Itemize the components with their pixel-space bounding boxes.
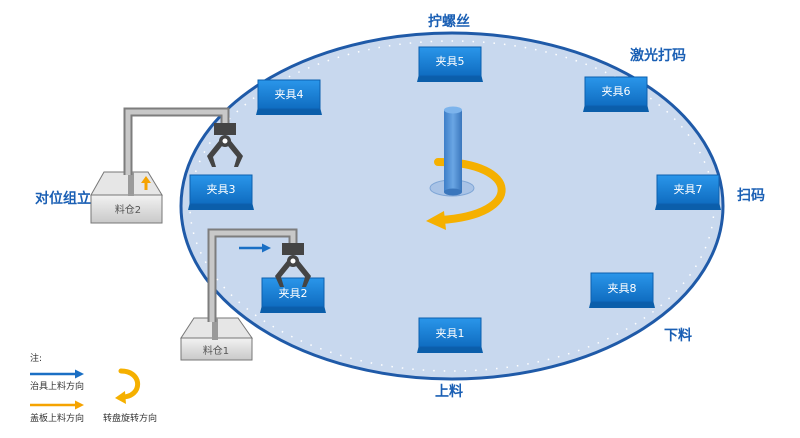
- fixture-8: 夹具8: [589, 272, 655, 308]
- fixture-2: 夹具2: [260, 277, 326, 313]
- fixture-4: 夹具4: [256, 79, 322, 115]
- station-label-alignment: 对位组立: [35, 190, 91, 207]
- fixture-2-label: 夹具2: [279, 287, 308, 300]
- gripper-3: [207, 123, 243, 167]
- fixture-1-label: 夹具1: [436, 327, 465, 340]
- fixture-5-label: 夹具5: [436, 55, 465, 68]
- material-bin-2-label: 料仓2: [115, 203, 141, 216]
- legend-rotation-label: 转盘旋转方向: [103, 412, 157, 424]
- legend-rotation-icon: [115, 368, 140, 404]
- station-label-laser-marking: 激光打码: [630, 47, 686, 64]
- gripper-2: [275, 243, 311, 287]
- legend-title: 注:: [30, 352, 42, 364]
- fixture-3-label: 夹具3: [207, 183, 236, 196]
- fixture-7: 夹具7: [655, 174, 721, 210]
- fixture-5: 夹具5: [417, 46, 483, 82]
- material-bin-2: 料仓2: [90, 171, 163, 224]
- legend: 注: 治具上料方向 盖板上料方向 转盘旋转方向: [30, 352, 157, 424]
- fixture-8-label: 夹具8: [608, 282, 637, 295]
- fixture-3: 夹具3: [188, 174, 254, 210]
- legend-fixture-feed-label: 治具上料方向: [30, 380, 84, 392]
- loading-arm-1: [207, 228, 298, 322]
- fixture-6-label: 夹具6: [602, 85, 631, 98]
- legend-cover-feed-label: 盖板上料方向: [30, 412, 84, 424]
- station-label-load: 上料: [435, 383, 463, 400]
- fixture-4-label: 夹具4: [275, 88, 304, 101]
- station-label-scan: 扫码: [737, 188, 765, 204]
- loading-arm-2: [123, 107, 230, 175]
- material-bin-1-label: 料仓1: [203, 344, 229, 357]
- fixture-7-label: 夹具7: [674, 183, 703, 196]
- fixture-6: 夹具6: [583, 76, 649, 112]
- fixture-1: 夹具1: [417, 317, 483, 353]
- center-pillar: [444, 106, 462, 196]
- station-label-screw: 拧螺丝: [428, 13, 470, 30]
- station-label-unload: 下料: [664, 327, 692, 344]
- material-bin-1: 料仓1: [180, 317, 253, 361]
